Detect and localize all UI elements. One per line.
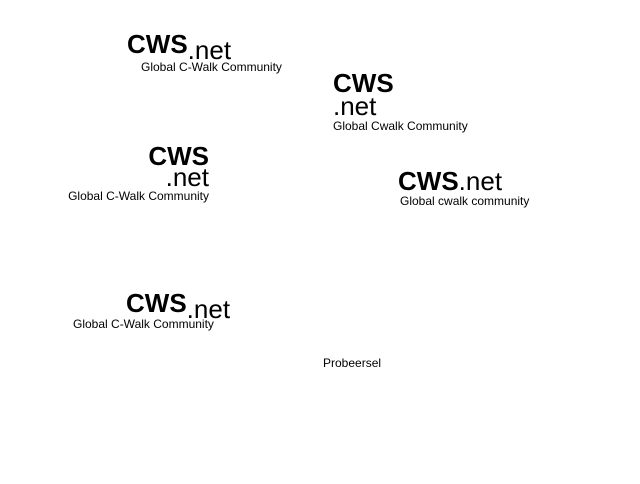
- logo-wordmark: CWS .net: [127, 29, 282, 63]
- logo-net-text: .net: [333, 91, 377, 121]
- logo-net-text: .net: [186, 294, 231, 324]
- logo-cws-text: CWS: [148, 141, 209, 171]
- logo-cws-text: CWS: [126, 288, 187, 318]
- logo-variant-4: CWS .net Global cwalk community: [398, 168, 529, 208]
- logo-net-text: .net: [187, 35, 232, 65]
- logo-wordmark: CWS .net: [398, 168, 529, 194]
- logo-cws-text: CWS: [333, 68, 394, 98]
- logo-variant-5: CWS .net Global C-Walk Community: [73, 288, 230, 331]
- logo-tagline: Global C-Walk Community: [68, 189, 209, 203]
- logo-variant-3: CWS .net Global C-Walk Community: [53, 143, 209, 203]
- logo-tagline: Global C-Walk Community: [73, 317, 214, 331]
- logo-net-text: .net: [165, 162, 209, 192]
- logo-wordmark: CWS .net: [126, 288, 230, 322]
- probeersel-label: Probeersel: [323, 356, 382, 370]
- logo-cws-text: CWS: [127, 29, 188, 59]
- logo-tagline: Global C-Walk Community: [141, 60, 282, 74]
- logo-tagline: Global cwalk community: [400, 194, 530, 208]
- logo-net-text: .net: [458, 166, 503, 196]
- logo-cws-text: CWS: [398, 166, 459, 196]
- logo-tagline: Global Cwalk Community: [333, 119, 468, 133]
- logo-variant-2: CWS .net Global Cwalk Community: [333, 70, 468, 133]
- logo-variant-1: CWS .net Global C-Walk Community: [127, 31, 282, 74]
